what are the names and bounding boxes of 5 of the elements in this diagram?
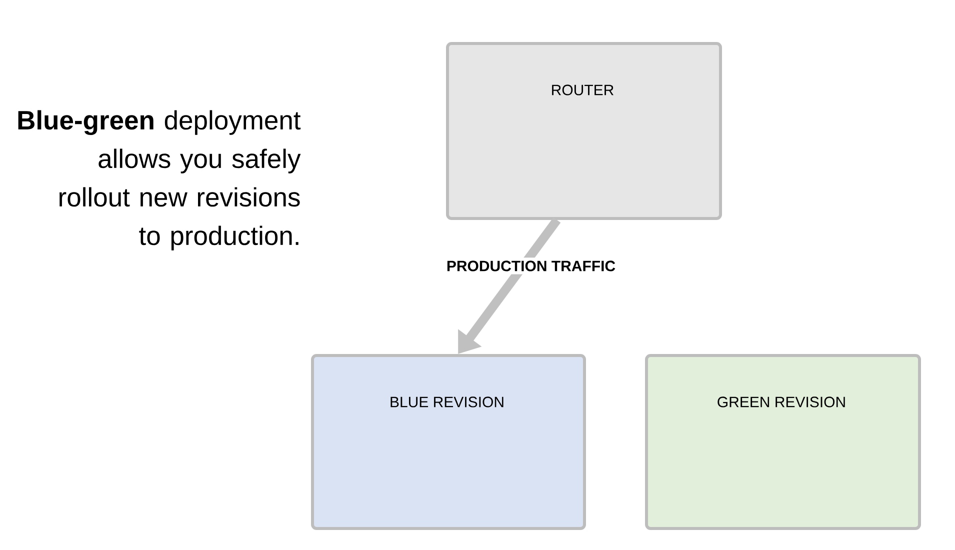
process-box: ROUTER bbox=[446, 42, 722, 220]
process-box: GREEN REVISION bbox=[645, 354, 921, 530]
process-box: BLUE REVISION bbox=[311, 354, 586, 530]
edge-label: PRODUCTION TRAFFIC bbox=[443, 258, 619, 274]
description-text: Blue-green deployment allows you safely rollout new revisions to production. bbox=[18, 110, 301, 250]
